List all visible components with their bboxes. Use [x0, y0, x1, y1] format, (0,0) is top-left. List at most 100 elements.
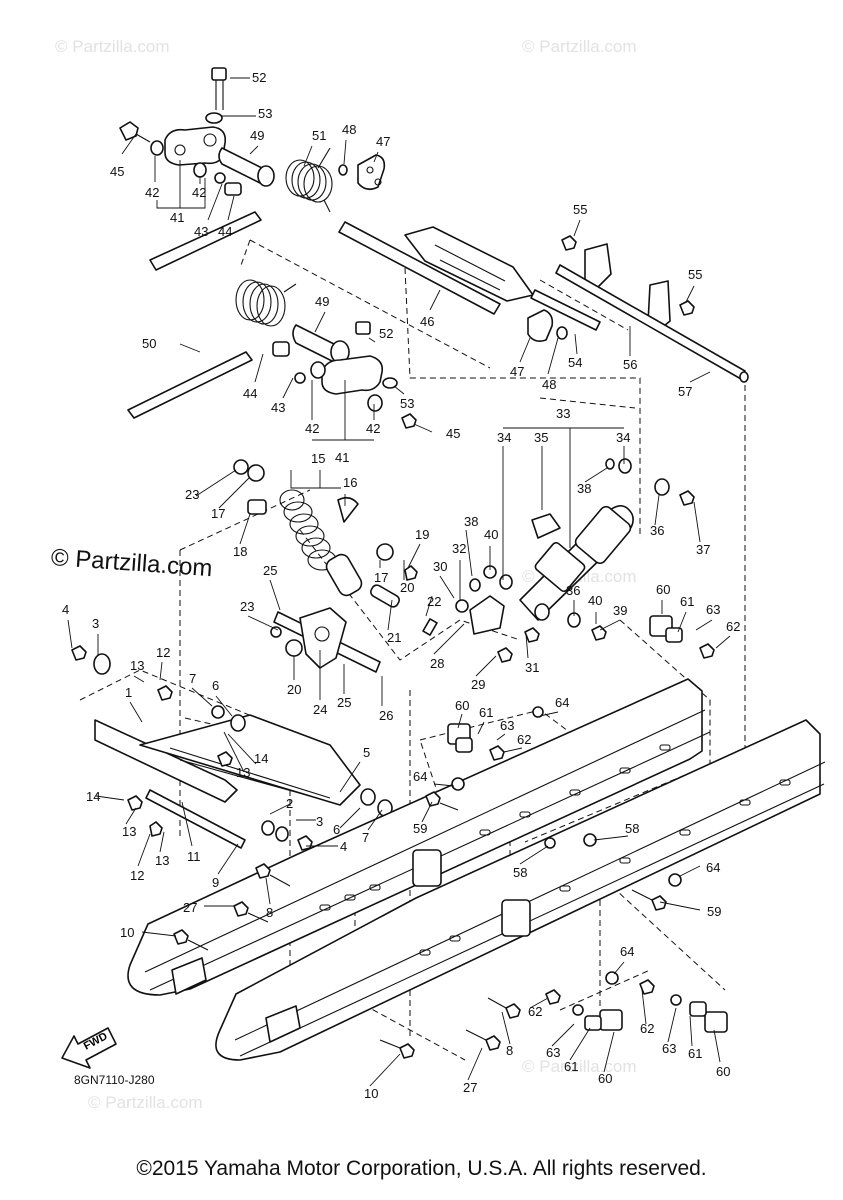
callout-number: 63: [546, 1045, 560, 1060]
diagram-part-shape: [704, 1011, 728, 1033]
diagram-part-shape: [399, 1043, 415, 1059]
diagram-part-shape: [319, 744, 791, 956]
diagram-part-shape: [187, 939, 209, 951]
diagram-part-shape: [269, 874, 291, 887]
callout-number: 53: [258, 106, 272, 121]
diagram-part-shape: [665, 627, 683, 643]
bolt-52: [211, 67, 227, 81]
callout-number: 48: [542, 377, 556, 392]
diagram-part-shape: [256, 285, 286, 327]
diagram-part-shape: [157, 685, 173, 701]
diagram-part-shape: [337, 496, 359, 523]
diagram-part-shape: [272, 341, 290, 357]
diagram-part-shape: [631, 889, 653, 901]
diagram-part-shape: [679, 490, 695, 506]
callout-number: 23: [240, 599, 254, 614]
diagram-part-shape: [235, 279, 286, 327]
callout-number: 2: [286, 796, 293, 811]
callout-number: 30: [433, 559, 447, 574]
callout-number: 60: [455, 698, 469, 713]
diagram-part-shape: [294, 372, 306, 384]
diagram-part-shape: [119, 121, 139, 141]
diagram-part-shape: [295, 525, 325, 547]
diagram-part-shape: [679, 829, 691, 836]
diagram-part-shape: [651, 895, 667, 911]
diagram-part-shape: [524, 627, 540, 643]
callout-number: 47: [510, 364, 524, 379]
diagram-part-shape: [556, 326, 568, 340]
callout-number: 44: [243, 386, 257, 401]
diagram-part-shape: [489, 745, 505, 761]
diagram-part-shape: [299, 607, 347, 669]
watermark-text: © Partzilla.com: [88, 1093, 203, 1112]
callout-number: 13: [236, 765, 250, 780]
diagram-part-shape: [164, 126, 227, 166]
callout-number: 20: [400, 580, 414, 595]
diagram-part-shape: [71, 645, 87, 661]
diagram-part-shape: [574, 505, 632, 565]
callout-number: 12: [130, 868, 144, 883]
diagram-part-shape: [317, 147, 331, 213]
callout-number: 8: [266, 905, 273, 920]
diagram-part-shape: [224, 182, 242, 196]
diagram-part-shape: [605, 458, 615, 470]
diagram-part-shape: [502, 427, 701, 580]
callout-number: 48: [342, 122, 356, 137]
callout-number: 33: [556, 406, 570, 421]
diagram-part-shape: [310, 361, 326, 379]
diagram-part-shape: [573, 600, 731, 649]
diagram-part-shape: [370, 584, 400, 608]
callout-number: 42: [366, 421, 380, 436]
callout-number: 58: [625, 821, 639, 836]
callout-number: 13: [122, 824, 136, 839]
diagram-part-shape: [469, 578, 481, 592]
diagram-part-shape: [135, 133, 151, 143]
diagram-part-shape: [434, 244, 506, 291]
diagram-part-shape: [469, 595, 505, 635]
callout-number: 25: [263, 563, 277, 578]
callout-number: 36: [566, 583, 580, 598]
callout-number: 34: [616, 430, 630, 445]
diagram-part-shape: [534, 541, 586, 593]
watermark-text: © Partzilla.com: [522, 1057, 637, 1076]
diagram-part-shape: [689, 1001, 707, 1017]
callout-number: 37: [696, 542, 710, 557]
callout-number: 55: [688, 267, 702, 282]
callout-number: 24: [313, 702, 327, 717]
diagram-part-shape: [217, 751, 233, 767]
callout-number: 10: [120, 925, 134, 940]
diagram-part-shape: [659, 744, 671, 751]
diagram-part-shape: [149, 821, 163, 837]
diagram-part-shape: [527, 309, 554, 342]
front-arm-assembly: [71, 645, 393, 851]
callout-number: 6: [333, 822, 340, 837]
callout-number: 47: [376, 134, 390, 149]
watermark-text: © Partzilla.com: [522, 37, 637, 56]
callout-number: 59: [707, 904, 721, 919]
diagram-part-shape: [247, 912, 269, 923]
callout-number: 43: [271, 400, 285, 415]
diagram-part-shape: [127, 678, 703, 996]
callout-number: 1: [125, 685, 132, 700]
diagram-part-shape: [532, 706, 544, 718]
diagram-part-shape: [668, 873, 682, 887]
diagram-part-shape: [618, 458, 632, 474]
diagram-part-shape: [605, 971, 619, 985]
diagram-part-shape: [283, 501, 313, 523]
diagram-part-shape: [79, 669, 311, 741]
callout-number: 61: [688, 1046, 702, 1061]
callout-number: 38: [464, 514, 478, 529]
diagram-part-shape: [455, 599, 469, 613]
diagram-part-shape: [265, 1005, 301, 1043]
callout-number: 38: [577, 481, 591, 496]
callout-number: 42: [192, 185, 206, 200]
callout-number: 64: [555, 695, 569, 710]
callout-number: 59: [413, 821, 427, 836]
diagram-part-shape: [779, 779, 791, 786]
diagram-part-shape: [670, 994, 682, 1006]
callout-number: 32: [452, 541, 466, 556]
diagram-part-shape: [314, 626, 330, 642]
diagram-part-shape: [369, 884, 381, 891]
diagram-part-shape: [451, 777, 465, 791]
